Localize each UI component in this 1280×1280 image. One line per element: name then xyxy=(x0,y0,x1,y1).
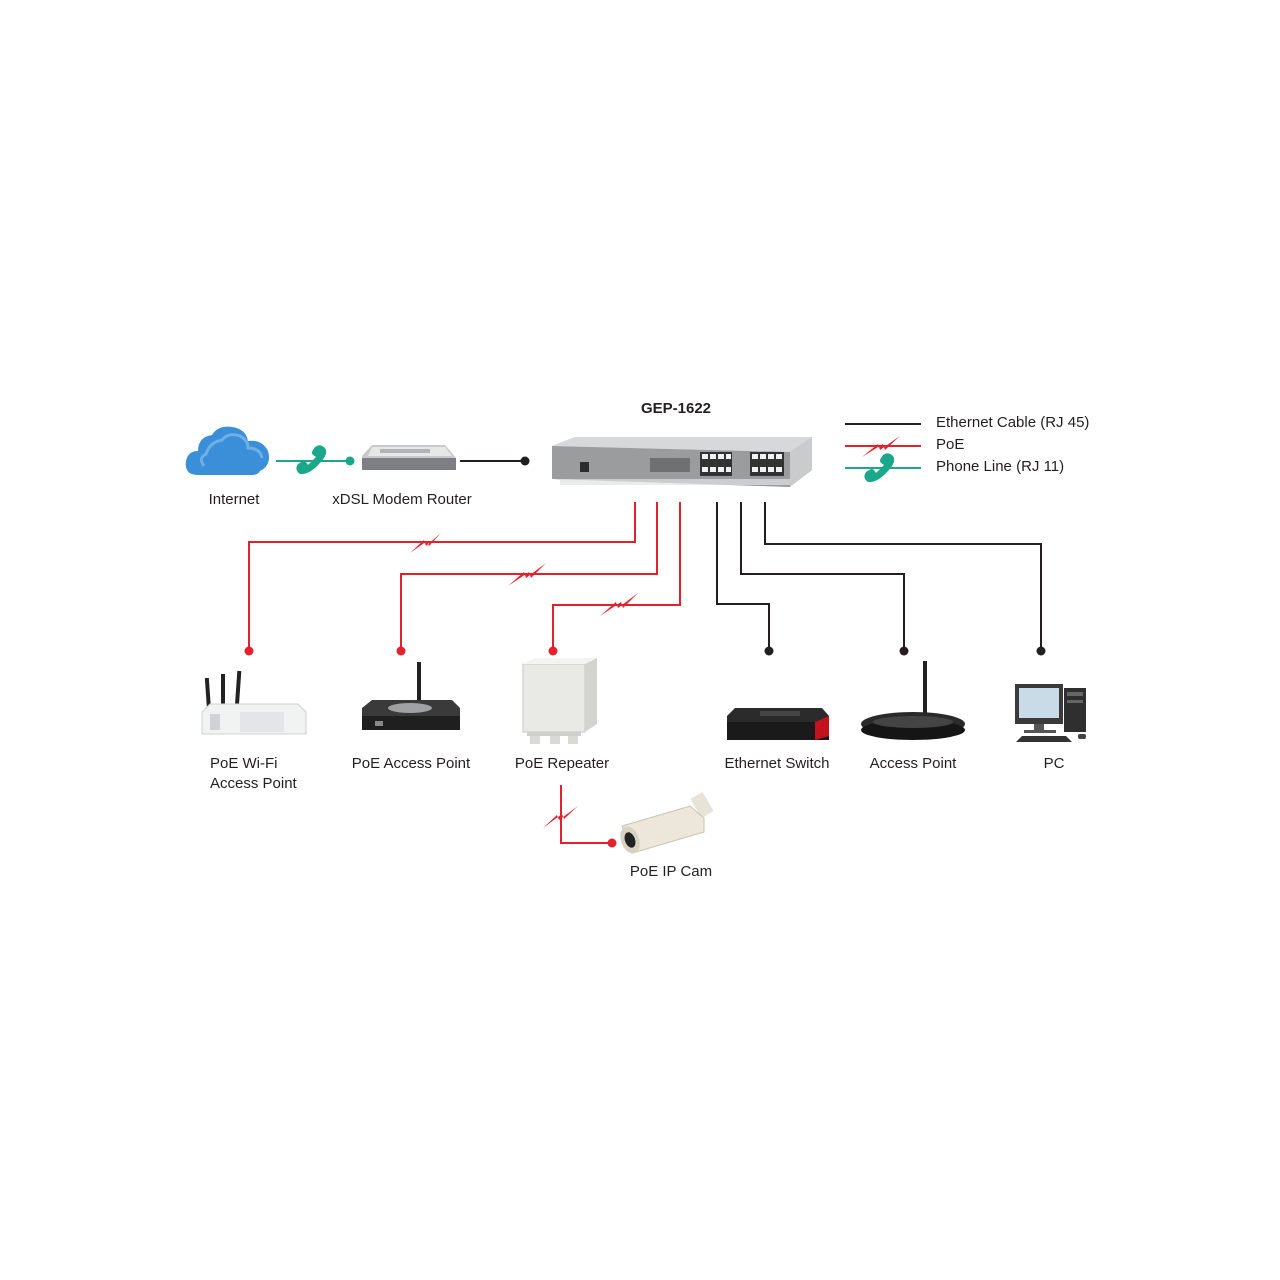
phone-handset-icon xyxy=(296,445,327,475)
access-point-label: Access Point xyxy=(869,755,957,772)
bullet-camera-icon xyxy=(620,791,714,854)
poe-switch-icon xyxy=(552,437,812,487)
router-icon xyxy=(861,661,965,740)
poe-line-repeater xyxy=(548,502,681,656)
modem-label: xDSL Modem Router xyxy=(332,491,472,508)
connections xyxy=(244,445,1046,848)
poe-wifi-ap-label-line2: Access Point xyxy=(210,775,297,792)
poe-bolt-icon xyxy=(508,563,546,586)
switch-model-title: GEP-1622 xyxy=(640,400,712,417)
ethernet-line-switch xyxy=(716,502,774,656)
poe-bolt-icon xyxy=(600,593,638,616)
poe-wifi-ap-label-line1: PoE Wi-Fi xyxy=(210,755,278,772)
poe-line-access-point xyxy=(396,502,658,656)
legend-poe-label: PoE xyxy=(936,436,965,453)
desktop-pc-icon xyxy=(1015,684,1086,742)
ethernet-modem-switch xyxy=(460,456,530,466)
ethernet-line-pc xyxy=(764,502,1046,656)
ethernet-switch-icon xyxy=(727,708,829,740)
legend-phone-swatch xyxy=(845,453,921,483)
poe-ap-label: PoE Access Point xyxy=(351,755,471,772)
legend-poe-swatch xyxy=(845,436,921,457)
poe-line-wifi-ap xyxy=(244,502,636,656)
ip-cam-label: PoE IP Cam xyxy=(629,863,713,880)
legend xyxy=(845,423,921,483)
phone-line-internet-modem xyxy=(276,445,355,475)
wifi-access-point-icon xyxy=(201,670,307,735)
poe-bolt-icon xyxy=(410,533,441,553)
legend-ethernet-label: Ethernet Cable (RJ 45) xyxy=(936,414,1090,431)
poe-repeater-label: PoE Repeater xyxy=(514,755,610,772)
poe-bolt-icon xyxy=(543,806,578,828)
ethernet-line-access-point xyxy=(740,502,909,656)
repeater-box-icon xyxy=(522,658,597,744)
ethernet-switch-label: Ethernet Switch xyxy=(724,755,830,772)
cloud-icon xyxy=(185,426,269,475)
pc-label: PC xyxy=(1043,755,1065,772)
poe-bolt-icon xyxy=(862,436,900,457)
access-point-icon xyxy=(362,662,460,730)
phone-handset-icon xyxy=(864,453,895,483)
internet-label: Internet xyxy=(208,491,260,508)
modem-router-icon xyxy=(362,445,456,470)
poe-line-ip-cam xyxy=(543,785,617,848)
legend-phone-label: Phone Line (RJ 11) xyxy=(936,458,1065,475)
